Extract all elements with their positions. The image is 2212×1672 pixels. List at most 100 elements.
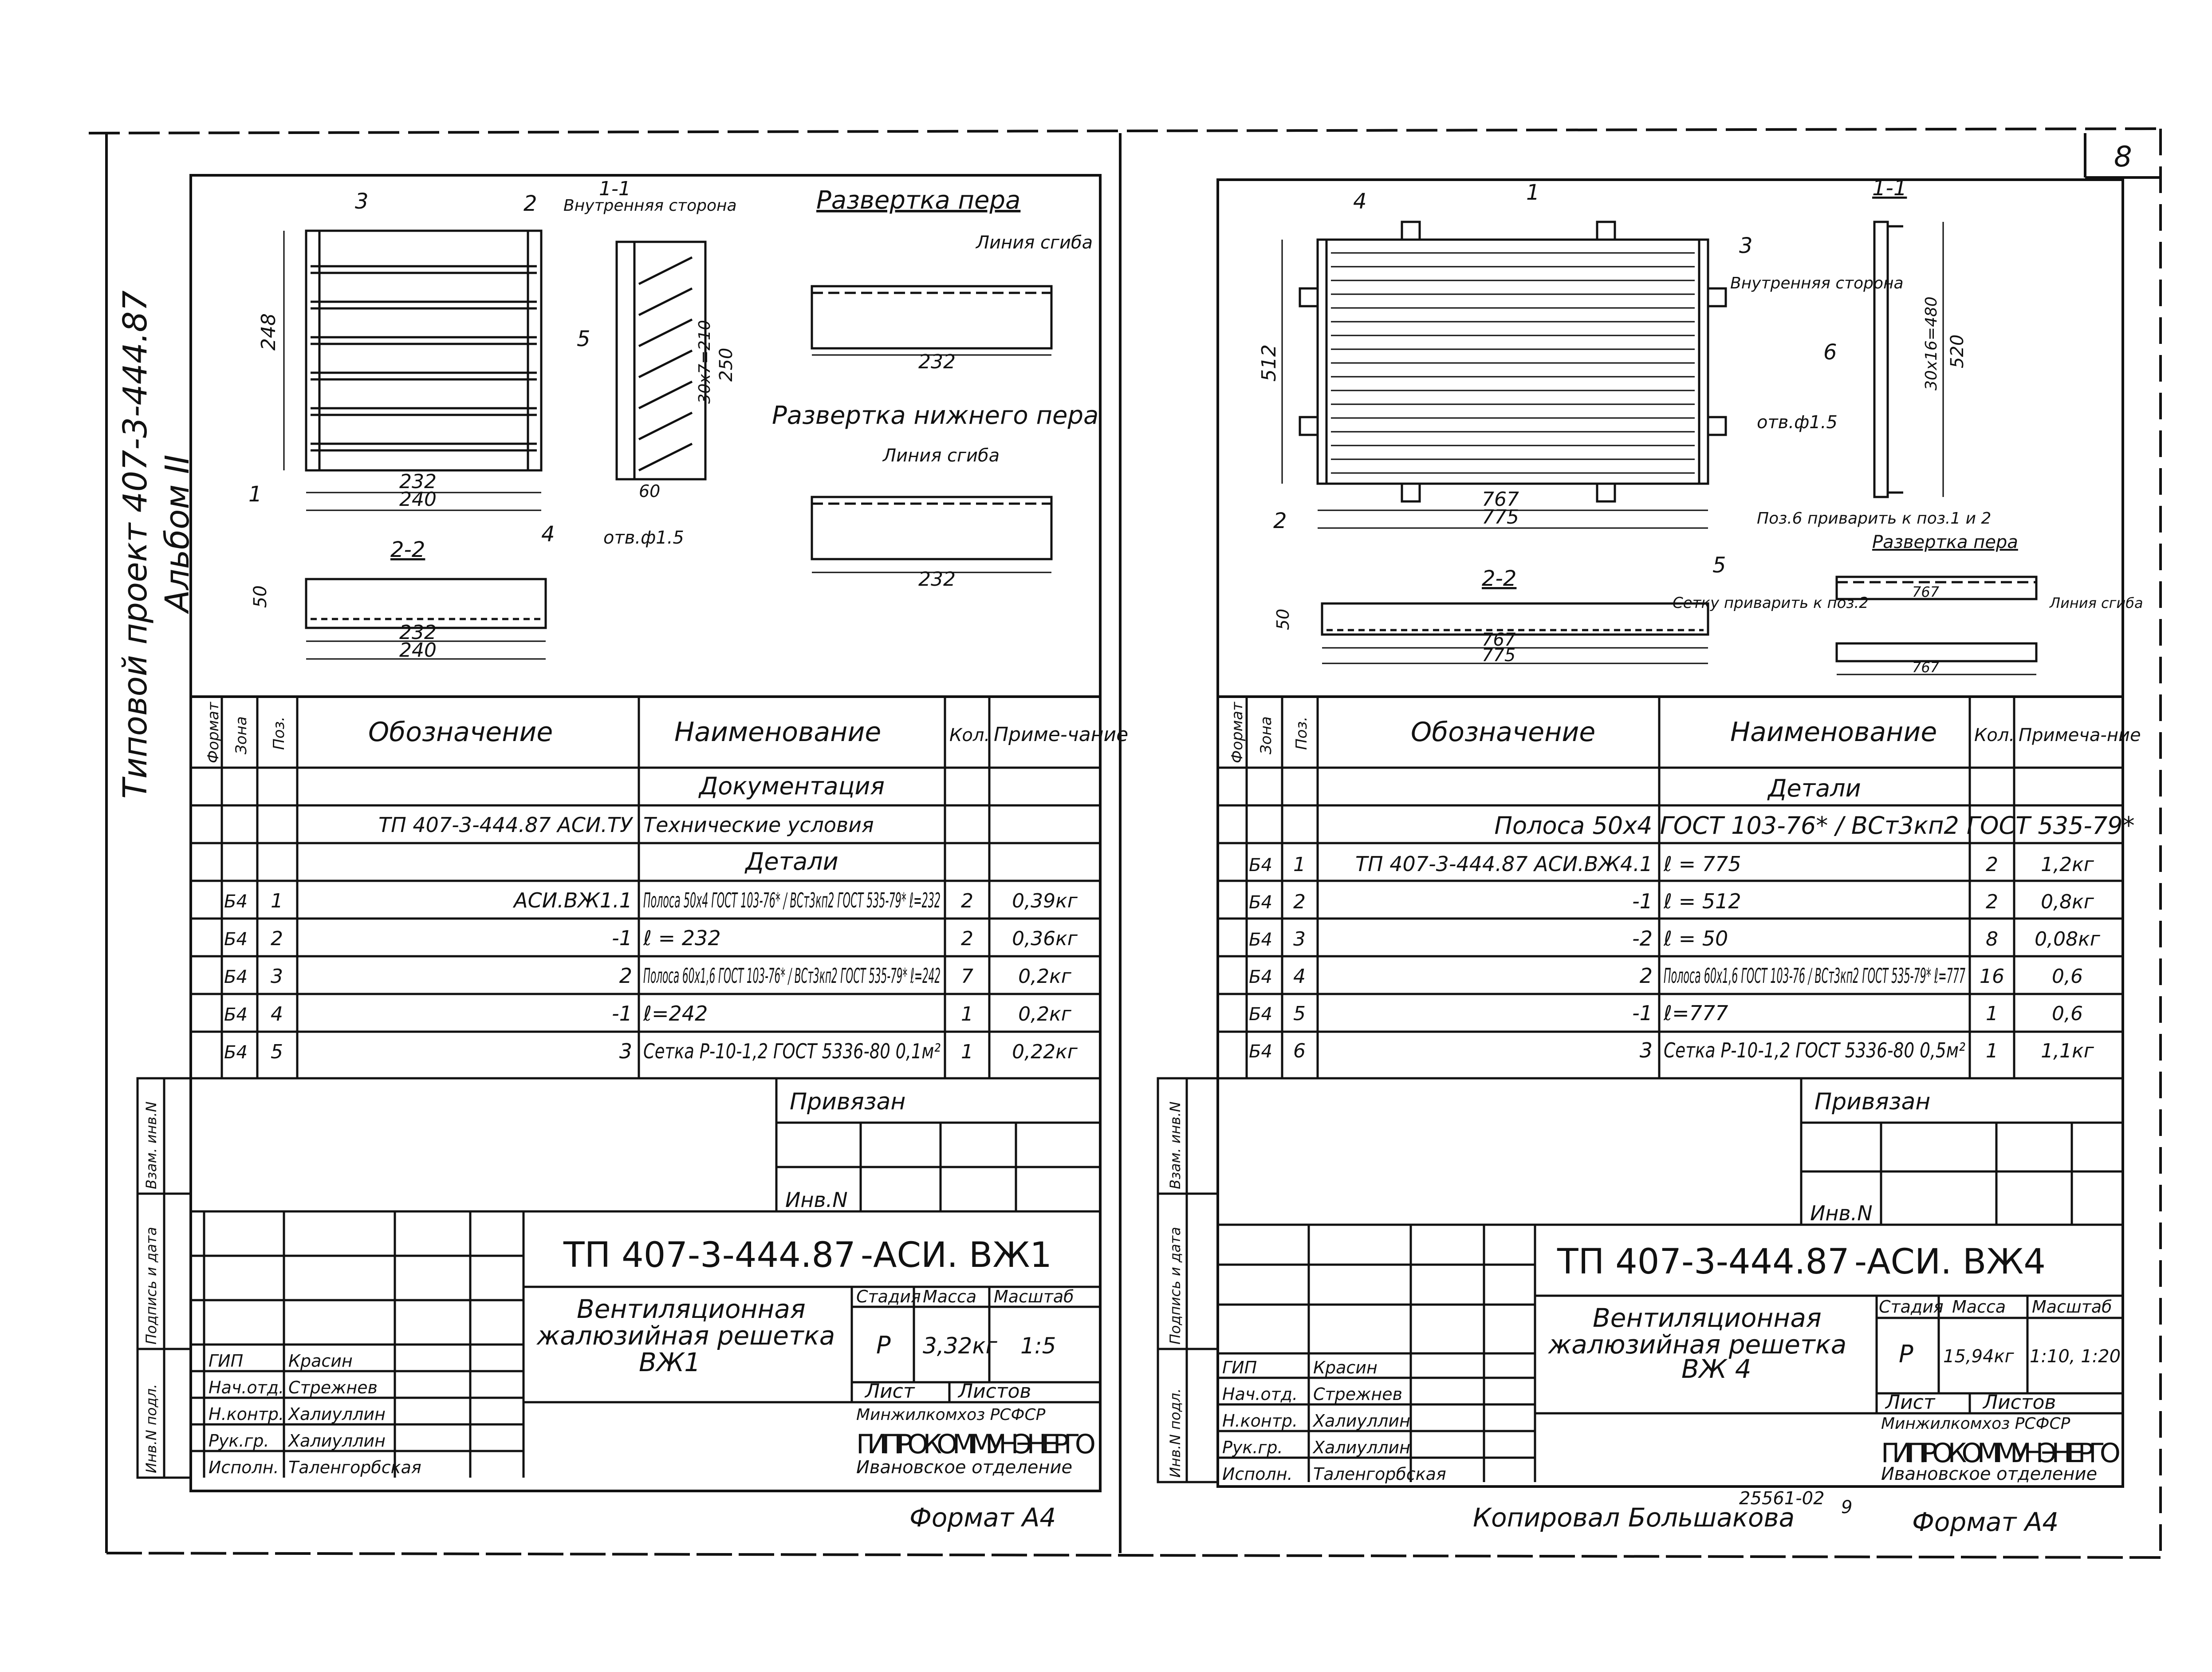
- paper-frame: [88, 127, 2162, 1559]
- left-row-oboz: 3: [619, 1039, 632, 1063]
- left-row-kol: 1: [961, 1003, 973, 1025]
- left-row-naim: Полоса 50х4 ГОСТ 103-76* / ВСт3кп2 ГОСТ …: [643, 888, 941, 912]
- right-masshtab: Масштаб: [2032, 1297, 2112, 1317]
- right-role: Н.контр.: [1222, 1411, 1298, 1431]
- right-format: Формат А4: [1912, 1507, 2058, 1537]
- order-sheet: 9: [1841, 1497, 1852, 1518]
- left-row-format: Б4: [224, 929, 248, 950]
- binding-label: Типовой проект 407-3-444.87 Альбом II: [116, 290, 197, 799]
- right-mark: -АСИ. ВЖ4: [1854, 1242, 2046, 1282]
- right-row-format: Б4: [1249, 855, 1272, 875]
- right-inner-side: Внутренняя сторона: [1730, 274, 1904, 292]
- left-role-name: Красин: [288, 1351, 353, 1371]
- left-stadiya-val: Р: [876, 1331, 891, 1359]
- left-row-naim: Технические условия: [643, 813, 874, 837]
- right-view-22: 2-2: [1482, 566, 1516, 591]
- left-role-name: Таленгорбская: [288, 1458, 421, 1477]
- right-massa-val: 15,94кг: [1943, 1346, 2015, 1367]
- right-row-naim: Полоса 50х4 ГОСТ 103-76* / ВСт3кп2 ГОСТ …: [1494, 812, 2134, 840]
- right-sheet: 512 767 775 1 2 3 4 5 отв.ф1.5 Внутрення…: [1157, 176, 2143, 1537]
- left-row-naim: ℓ = 232: [643, 926, 721, 950]
- right-org2: ГИПРОКОММУНЭНЕРГО: [1881, 1438, 2121, 1469]
- left-razv-nizh: Развертка нижнего пера: [772, 401, 1098, 430]
- left-dim-30x7: 30х7=210: [696, 320, 714, 404]
- right-name-2: жалюзийная решетка: [1547, 1329, 1846, 1360]
- left-format: Формат А4: [909, 1502, 1056, 1533]
- right-row-oboz: -1: [1632, 1001, 1653, 1025]
- right-h-prim: Примеча-ние: [2019, 725, 2141, 745]
- left-stadiya: Стадия: [856, 1287, 921, 1306]
- left-row-naim: Документация: [698, 772, 885, 800]
- right-row-oboz: 3: [1640, 1038, 1653, 1062]
- right-row-kol: 16: [1980, 965, 2004, 988]
- right-name-3: ВЖ 4: [1681, 1354, 1751, 1384]
- left-row-oboz: ТП 407-3-444.87 АСИ.ТУ: [378, 813, 634, 837]
- right-role: ГИП: [1222, 1358, 1257, 1377]
- left-role: ГИП: [209, 1351, 243, 1371]
- left-org2: ГИПРОКОММУНЭНЕРГО: [856, 1429, 1096, 1460]
- left-h-poz: Поз.: [270, 717, 288, 750]
- right-row-kol: 1: [1986, 1040, 1998, 1062]
- right-row-format: Б4: [1249, 967, 1272, 987]
- right-row-format: Б4: [1249, 1041, 1272, 1062]
- left-row-oboz: АСИ.ВЖ1.1: [512, 888, 632, 912]
- right-role: Исполн.: [1222, 1464, 1293, 1484]
- right-22-dim-767: 767: [1482, 630, 1516, 650]
- left-role-name: Стрежнев: [288, 1378, 378, 1397]
- right-h-naim: Наименование: [1730, 717, 1937, 748]
- left-name-3: ВЖ1: [639, 1347, 701, 1377]
- left-org1: Минжилкомхоз РСФСР: [856, 1406, 1046, 1424]
- right-row-prim: 0,8кг: [2041, 891, 2094, 913]
- left-dim-250: 250: [716, 348, 736, 382]
- left-row-kol: 2: [961, 890, 973, 912]
- right-row-format: Б4: [1249, 892, 1272, 913]
- left-row-poz: 1: [271, 890, 283, 912]
- left-pos-5: 5: [577, 327, 590, 351]
- right-list: Лист: [1885, 1391, 1936, 1414]
- right-razv-shape: [1835, 576, 2038, 675]
- left-massa: Масса: [923, 1287, 976, 1306]
- left-dim-240: 240: [399, 488, 437, 511]
- right-pos-4: 4: [1353, 189, 1367, 214]
- left-22-dim-50: 50: [250, 585, 271, 608]
- right-row-poz: 2: [1293, 891, 1306, 913]
- left-liniya-sgiba-2: Линия сгиба: [882, 446, 1000, 466]
- left-dim-232: 232: [399, 470, 437, 493]
- left-role: Н.контр.: [209, 1404, 284, 1424]
- right-h-kol: Кол.: [1974, 725, 2015, 745]
- sheet-number: 8: [2114, 141, 2132, 174]
- right-dim-767: 767: [1482, 488, 1519, 511]
- right-dim-512: 512: [1258, 344, 1280, 382]
- left-row-kol: 1: [961, 1041, 973, 1063]
- left-privyazan: Привязан: [790, 1088, 905, 1115]
- right-row-naim: ℓ = 512: [1663, 889, 1741, 913]
- right-row-naim: ℓ = 775: [1663, 852, 1741, 876]
- right-inv-podl: Инв.N подл.: [1167, 1388, 1184, 1478]
- right-section-11: [1873, 221, 1944, 498]
- right-role-name: Красин: [1313, 1358, 1378, 1377]
- right-slats: [1331, 252, 1695, 474]
- left-row-format: Б4: [224, 967, 248, 987]
- right-pos-2: 2: [1273, 509, 1287, 533]
- right-privyazan: Привязан: [1814, 1088, 1930, 1115]
- left-row-naim: Детали: [744, 848, 838, 875]
- right-row-naim: Детали: [1767, 774, 1861, 802]
- right-pos-5: 5: [1712, 553, 1726, 578]
- left-row-oboz: 2: [619, 964, 632, 988]
- left-h-naim: Наименование: [674, 717, 881, 748]
- right-role-name: Стрежнев: [1313, 1384, 1402, 1404]
- right-row-naim: Сетка Р-10-1,2 ГОСТ 5336-80 0,5м²: [1664, 1038, 1965, 1062]
- right-listov: Листов: [1982, 1391, 2056, 1414]
- left-pos-4: 4: [541, 522, 555, 547]
- right-razv-pera: Развертка пера: [1872, 532, 2018, 552]
- left-sheet: 248 232 240 1 2 3 4 1-1 Внутренняя сторо…: [136, 174, 1128, 1533]
- right-row-prim: 1,2кг: [2041, 853, 2094, 876]
- left-razv-nizh-shape: [811, 496, 1053, 573]
- right-h-oboz: Обозначение: [1411, 717, 1595, 748]
- right-h-poz: Поз.: [1293, 717, 1311, 750]
- right-22-dim-50: 50: [1273, 609, 1293, 630]
- right-spec-grid: [1218, 697, 2123, 1080]
